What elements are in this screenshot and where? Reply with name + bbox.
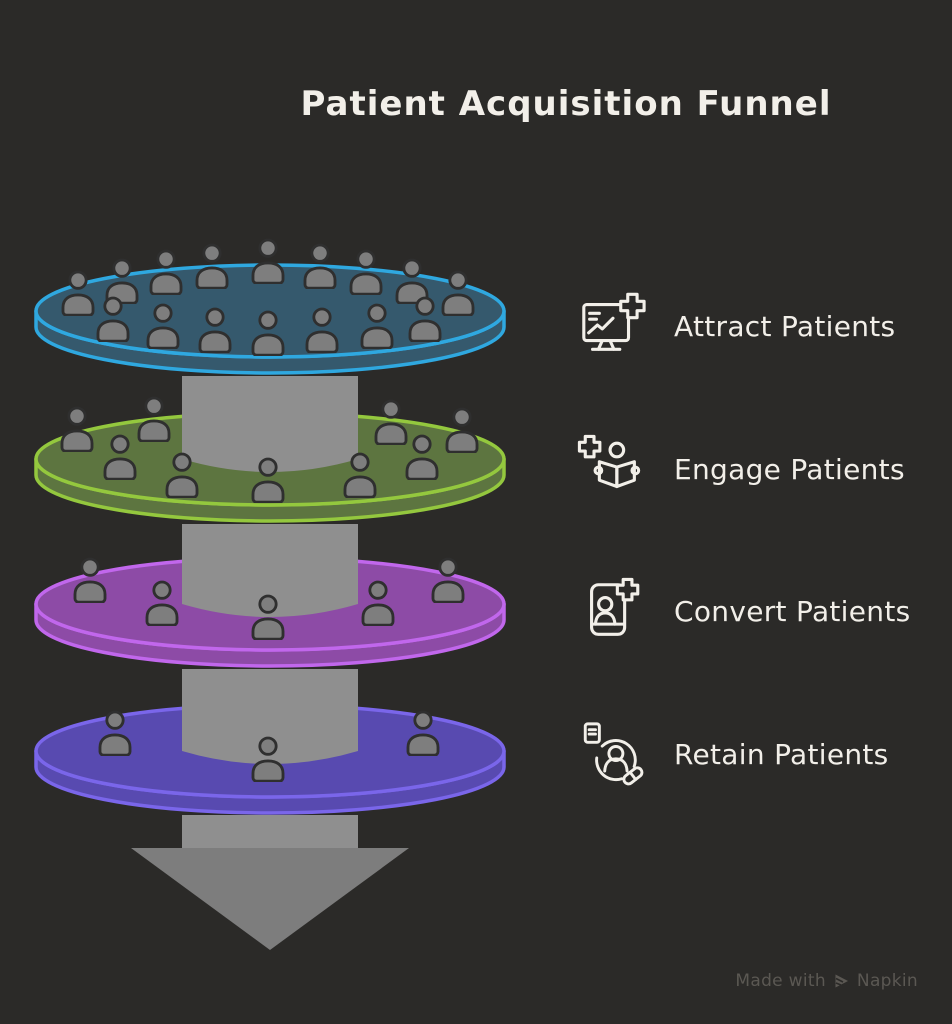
funnel-arrow-shaft [182, 524, 358, 617]
funnel-arrow-shaft [182, 815, 358, 848]
funnel-arrow-head [131, 848, 409, 950]
watermark-brand: Napkin [856, 971, 918, 991]
watermark: Made with Napkin [735, 971, 918, 991]
funnel-arrow-shaft [182, 669, 358, 764]
funnel-arrow-shaft [182, 376, 358, 472]
legend-row-attract-patients: Attract Patients [576, 287, 895, 365]
watermark-prefix: Made with [735, 971, 826, 991]
page-title: Patient Acquisition Funnel [300, 84, 832, 124]
legend-row-convert-patients: Convert Patients [576, 572, 911, 650]
legend-row-retain-patients: Retain Patients [576, 715, 889, 793]
legend-label: Retain Patients [674, 737, 889, 771]
legend-label: Attract Patients [674, 309, 896, 343]
legend-label: Engage Patients [674, 452, 905, 486]
napkin-logo-icon [833, 973, 850, 989]
monitor-chart-medical-cross-icon [576, 287, 648, 365]
legend-row-engage-patients: Engage Patients [576, 430, 905, 508]
person-icon [251, 238, 285, 284]
patient-reading-medical-cross-icon [576, 430, 648, 508]
patient-care-cycle-pill-icon [576, 715, 648, 793]
patient-profile-medical-cross-icon [576, 572, 648, 650]
legend-label: Convert Patients [674, 594, 911, 628]
